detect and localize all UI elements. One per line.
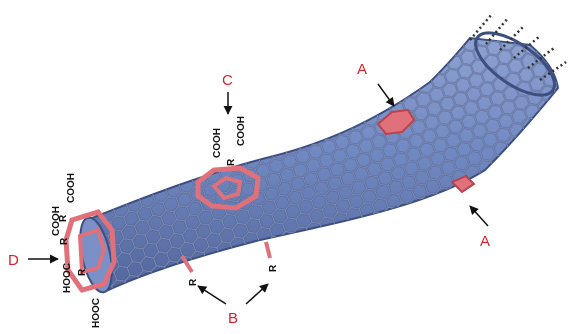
- group-cooh-d2: COOH: [66, 173, 77, 203]
- label-c: C: [222, 72, 233, 89]
- group-r-d3: R: [77, 268, 88, 276]
- label-d: D: [8, 252, 19, 269]
- label-a-bottom: A: [480, 233, 490, 250]
- group-r-d1: R: [58, 214, 69, 222]
- group-r-b1: R: [188, 278, 199, 286]
- group-cooh-c2: COOH: [236, 116, 247, 146]
- group-cooh-c1: COOH: [212, 128, 223, 158]
- arrow-a-bottom: [470, 206, 488, 226]
- group-r-c: R: [226, 158, 237, 166]
- nanotube-body: [74, 21, 564, 295]
- arrow-b-right: [246, 284, 268, 304]
- group-hooc-d2: HOOC: [91, 298, 102, 328]
- arrow-a-top: [378, 84, 394, 106]
- arrow-b-left: [198, 286, 226, 304]
- label-b: B: [228, 310, 238, 327]
- label-a-top: A: [357, 61, 367, 78]
- group-r-d2: R: [59, 237, 70, 245]
- group-hooc-d1: HOOC: [62, 263, 73, 293]
- group-r-b2: R: [268, 264, 279, 272]
